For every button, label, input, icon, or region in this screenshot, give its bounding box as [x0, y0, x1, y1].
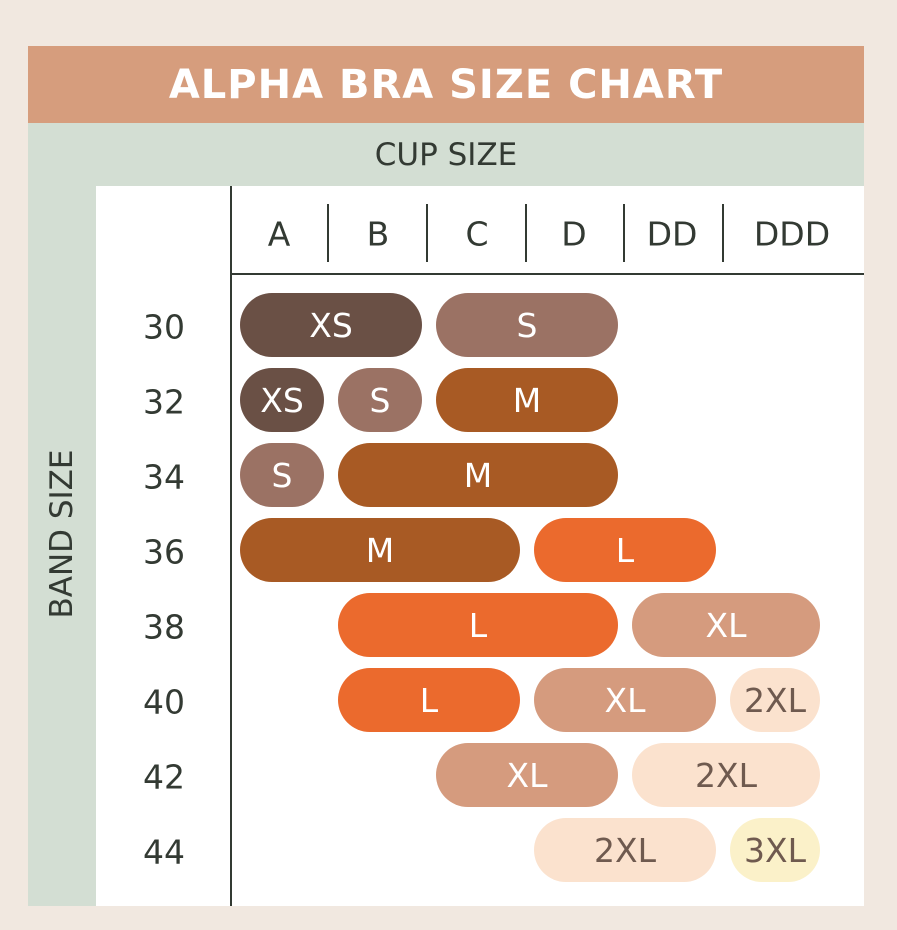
size-pill-xl-band-40: XL	[534, 668, 716, 732]
band-label-42: 42	[143, 757, 185, 797]
cup-separator	[722, 204, 724, 262]
band-axis-line	[230, 186, 232, 906]
cup-label-dd: DD	[646, 214, 698, 254]
band-size-strip	[28, 186, 96, 906]
size-pill-2xl-band-44: 2XL	[534, 818, 716, 882]
size-pill-s-band-30: S	[436, 293, 618, 357]
chart-title: ALPHA BRA SIZE CHART	[28, 46, 864, 123]
size-pill-m-band-34: M	[338, 443, 618, 507]
cup-label-d: D	[561, 214, 587, 254]
band-label-34: 34	[143, 457, 185, 497]
band-label-30: 30	[143, 307, 185, 347]
size-pill-m-band-32: M	[436, 368, 618, 432]
size-pill-l-band-38: L	[338, 593, 618, 657]
cup-axis-line	[230, 273, 864, 275]
cup-label-b: B	[366, 214, 390, 254]
size-pill-l-band-36: L	[534, 518, 716, 582]
size-pill-m-band-36: M	[240, 518, 520, 582]
size-pill-2xl-band-40: 2XL	[730, 668, 820, 732]
band-label-44: 44	[143, 832, 185, 872]
cup-separator	[623, 204, 625, 262]
size-pill-2xl-band-42: 2XL	[632, 743, 820, 807]
size-pill-s-band-34: S	[240, 443, 324, 507]
cup-label-c: C	[465, 214, 489, 254]
band-label-38: 38	[143, 607, 185, 647]
size-pill-s-band-32: S	[338, 368, 422, 432]
cup-separator	[525, 204, 527, 262]
cup-size-axis-label: CUP SIZE	[28, 123, 864, 186]
size-pill-l-band-40: L	[338, 668, 520, 732]
size-pill-xs-band-32: XS	[240, 368, 324, 432]
band-size-axis-label: BAND SIZE	[44, 449, 80, 619]
cup-label-ddd: DDD	[753, 214, 831, 254]
band-label-40: 40	[143, 682, 185, 722]
cup-separator	[426, 204, 428, 262]
size-pill-xl-band-42: XL	[436, 743, 618, 807]
size-pill-xl-band-38: XL	[632, 593, 820, 657]
band-label-32: 32	[143, 382, 185, 422]
cup-separator	[327, 204, 329, 262]
size-pill-3xl-band-44: 3XL	[730, 818, 820, 882]
size-pill-xs-band-30: XS	[240, 293, 422, 357]
cup-label-a: A	[267, 214, 291, 254]
band-label-36: 36	[143, 532, 185, 572]
size-chart-card: ALPHA BRA SIZE CHART CUP SIZE BAND SIZE …	[28, 46, 864, 906]
